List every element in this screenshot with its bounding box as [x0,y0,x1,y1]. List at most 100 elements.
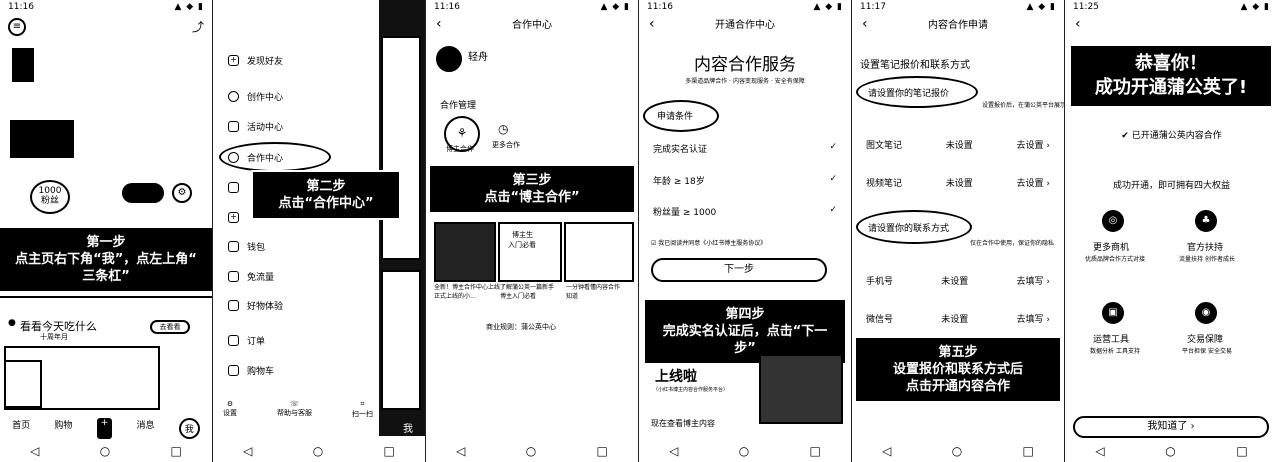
menu-wallet[interactable]: 钱包 [228,240,265,253]
row-action[interactable]: 去填写 › [1016,315,1050,325]
step2-callout: 第二步 点击“合作中心” [251,170,401,220]
person-add-icon: + [228,55,239,66]
menu-icon[interactable]: ≡ [8,18,26,36]
rights-text: 成功开通，即可拥有四大权益 [1112,181,1230,191]
nav-home-icon[interactable]: ○ [738,444,750,458]
got-it-button[interactable]: 我知道了 › [1073,416,1269,438]
row-label: 手机号 [866,277,894,287]
price-row-image[interactable]: 图文笔记未设置去设置 › [866,138,1050,151]
menu-activity-center[interactable]: 活动中心 [228,120,283,133]
callout-line: 第三步 [512,173,552,188]
look-button[interactable]: 去看看 [150,320,190,334]
nav-recents-icon[interactable]: □ [383,444,395,458]
back-icon[interactable]: ‹ [1075,16,1081,32]
nav-home-icon[interactable]: ○ [525,444,537,458]
more-cooperation-icon[interactable]: ◷ [498,122,509,136]
nav-back-icon[interactable]: ◁ [669,444,679,458]
tab-me[interactable]: 我 [403,424,413,435]
search-small: 十周年月 [40,333,68,341]
settings-item[interactable]: ⚙设置 [223,400,237,417]
back-icon[interactable]: ‹ [649,16,655,32]
row-action[interactable]: 去设置 › [1016,141,1050,151]
nav-recents-icon[interactable]: □ [809,444,821,458]
menu-free-data[interactable]: 免流量 [228,270,274,283]
nav-home-icon[interactable]: ○ [99,444,111,458]
cover-block-2 [10,120,74,158]
menu-orders[interactable]: 订单 [228,334,265,347]
edit-profile-button[interactable] [122,183,164,203]
back-icon[interactable]: ‹ [436,16,442,32]
nav-recents-icon[interactable]: □ [1022,444,1034,458]
nav-home-icon[interactable]: ○ [312,444,324,458]
menu-item-hidden-1[interactable] [228,182,239,193]
help-item[interactable]: ☏帮助与客服 [277,400,312,417]
status-time: 11:16 [8,2,34,12]
search-prompt[interactable]: 看看今天吃什么 [20,320,97,333]
conditions-label: 申请条件 [657,112,694,122]
row-label: 视频笔记 [866,179,903,189]
row-action[interactable]: 去填写 › [1016,277,1050,287]
scan-item[interactable]: ⌗扫一扫 [352,400,373,418]
benefit-desc: 数据分析 工具支持 [1090,348,1140,355]
menu-product-trial[interactable]: 好物体验 [228,299,283,312]
benefit-title: 运营工具 [1093,335,1130,345]
contact-row-wechat[interactable]: 微信号未设置去填写 › [866,312,1050,325]
menu-cart[interactable]: 购物车 [228,364,274,377]
back-icon[interactable]: ‹ [862,16,868,32]
step1-callout: 第一步 点主页右下角“我”，点左上角“ 三条杠” [0,226,212,293]
condition-text: 粉丝量 ≥ 1000 [653,208,717,218]
nav-back-icon[interactable]: ◁ [456,444,466,458]
check-circle-icon: ✔ [1121,131,1129,141]
nav-back-icon[interactable]: ◁ [1095,444,1105,458]
promo-link[interactable]: 现在查看博主内容 [651,419,715,428]
row-action[interactable]: 去设置 › [1016,179,1050,189]
nav-home-icon[interactable]: ○ [1165,444,1176,458]
wallet-icon [228,241,239,252]
price-row-video[interactable]: 视频笔记未设置去设置 › [866,176,1050,189]
tab-shop[interactable]: 购物 [54,421,73,431]
tab-messages[interactable]: 消息 [136,421,155,431]
gift-icon [228,300,239,311]
nav-back-icon[interactable]: ◁ [882,444,892,458]
system-nav: ◁ ○ □ [852,440,1064,462]
nav-back-icon[interactable]: ◁ [243,444,253,458]
footer-link[interactable]: 商业规则：蒲公英中心 [486,323,556,331]
nav-back-icon[interactable]: ◁ [30,444,40,458]
menu-creator-center[interactable]: 创作中心 [228,90,283,103]
article-thumb-2[interactable]: 博主生 入门必看 [498,222,562,282]
nav-recents-icon[interactable]: □ [170,444,182,458]
share-icon[interactable]: ⤴ [191,20,204,34]
settings-icon[interactable]: ⚙ [172,183,192,203]
agree-checkbox[interactable]: ☑ 我已阅读并同意《小红书博主服务协议》 [651,240,767,247]
tab-me[interactable]: 我 [178,418,200,439]
benefit-desc: 优质品牌合作方式对接 [1085,256,1146,263]
status-bar: 11:16▲ ◆ ▮ [434,2,630,16]
menu-find-friends[interactable]: + 发现好友 [228,54,283,67]
article-caption: 博主入门必看 [500,293,537,300]
row-value: 未设置 [945,141,973,151]
next-button[interactable]: 下一步 [651,258,827,282]
bottom-tabs: 首页 购物 + 消息 我 [0,418,212,439]
menu-item-hidden-2[interactable]: + [228,212,239,223]
card-text: 博主生 [512,231,533,239]
tab-home[interactable]: 首页 [12,421,31,431]
contact-row-phone[interactable]: 手机号未设置去填写 › [866,274,1050,287]
phone-menu: +发现好友 创作中心 活动中心 合作中心 + 钱包 免流量 好物体验 订单 购物… [213,0,426,462]
tab-post[interactable]: + [96,418,113,439]
status-bar: 11:17▲ ◆ ▮ [860,2,1056,16]
nav-home-icon[interactable]: ○ [951,444,963,458]
more-cooperation-label[interactable]: 更多合作 [492,141,520,149]
blogger-cooperation-icon[interactable]: ⚘ [444,116,480,152]
blogger-cooperation-label[interactable]: 博主合作 [446,145,474,153]
avatar[interactable] [436,46,462,72]
nav-recents-icon[interactable]: □ [596,444,608,458]
nav-recents-icon[interactable]: □ [1236,444,1248,458]
article-caption: 一分钟看懂内容合作 [566,284,621,291]
menu-label: 发现好友 [247,57,284,67]
cover-block [12,48,34,82]
article-thumb-1[interactable] [434,222,496,282]
highlight-oval [219,142,331,172]
article-thumb-3[interactable] [564,222,634,282]
card-text: 入门必看 [508,241,536,249]
opportunity-icon: ◎ [1102,210,1124,232]
